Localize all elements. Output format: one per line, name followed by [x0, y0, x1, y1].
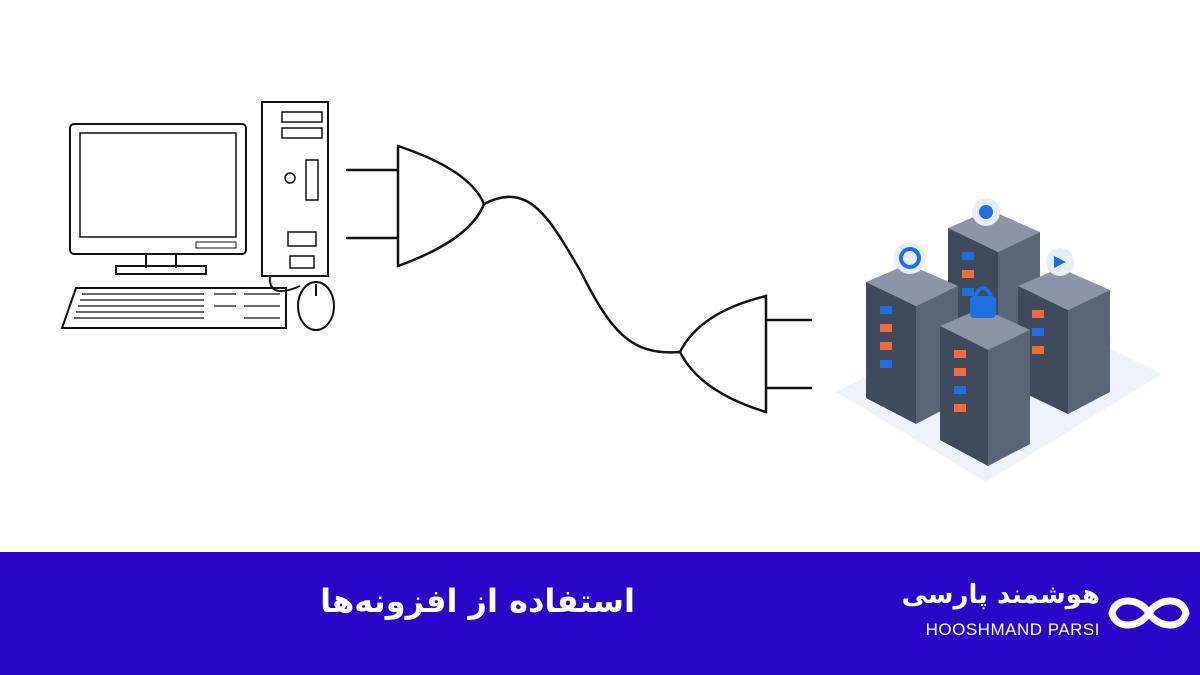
- footer-bar: [0, 552, 1200, 675]
- infinity-logo-icon: [1108, 597, 1190, 629]
- page-caption: استفاده از افزونه‌ها: [320, 582, 635, 620]
- brand-name-en: HOOSHMAND PARSI: [925, 620, 1100, 639]
- cable: [483, 195, 681, 354]
- brand-name-fa: هوشمند پارسی: [901, 580, 1100, 610]
- server-rack-icon: [836, 198, 1162, 482]
- desktop-computer-icon: [60, 101, 335, 331]
- illustration: [60, 101, 1162, 482]
- plug-right: [678, 294, 812, 414]
- plug-left: [346, 144, 486, 268]
